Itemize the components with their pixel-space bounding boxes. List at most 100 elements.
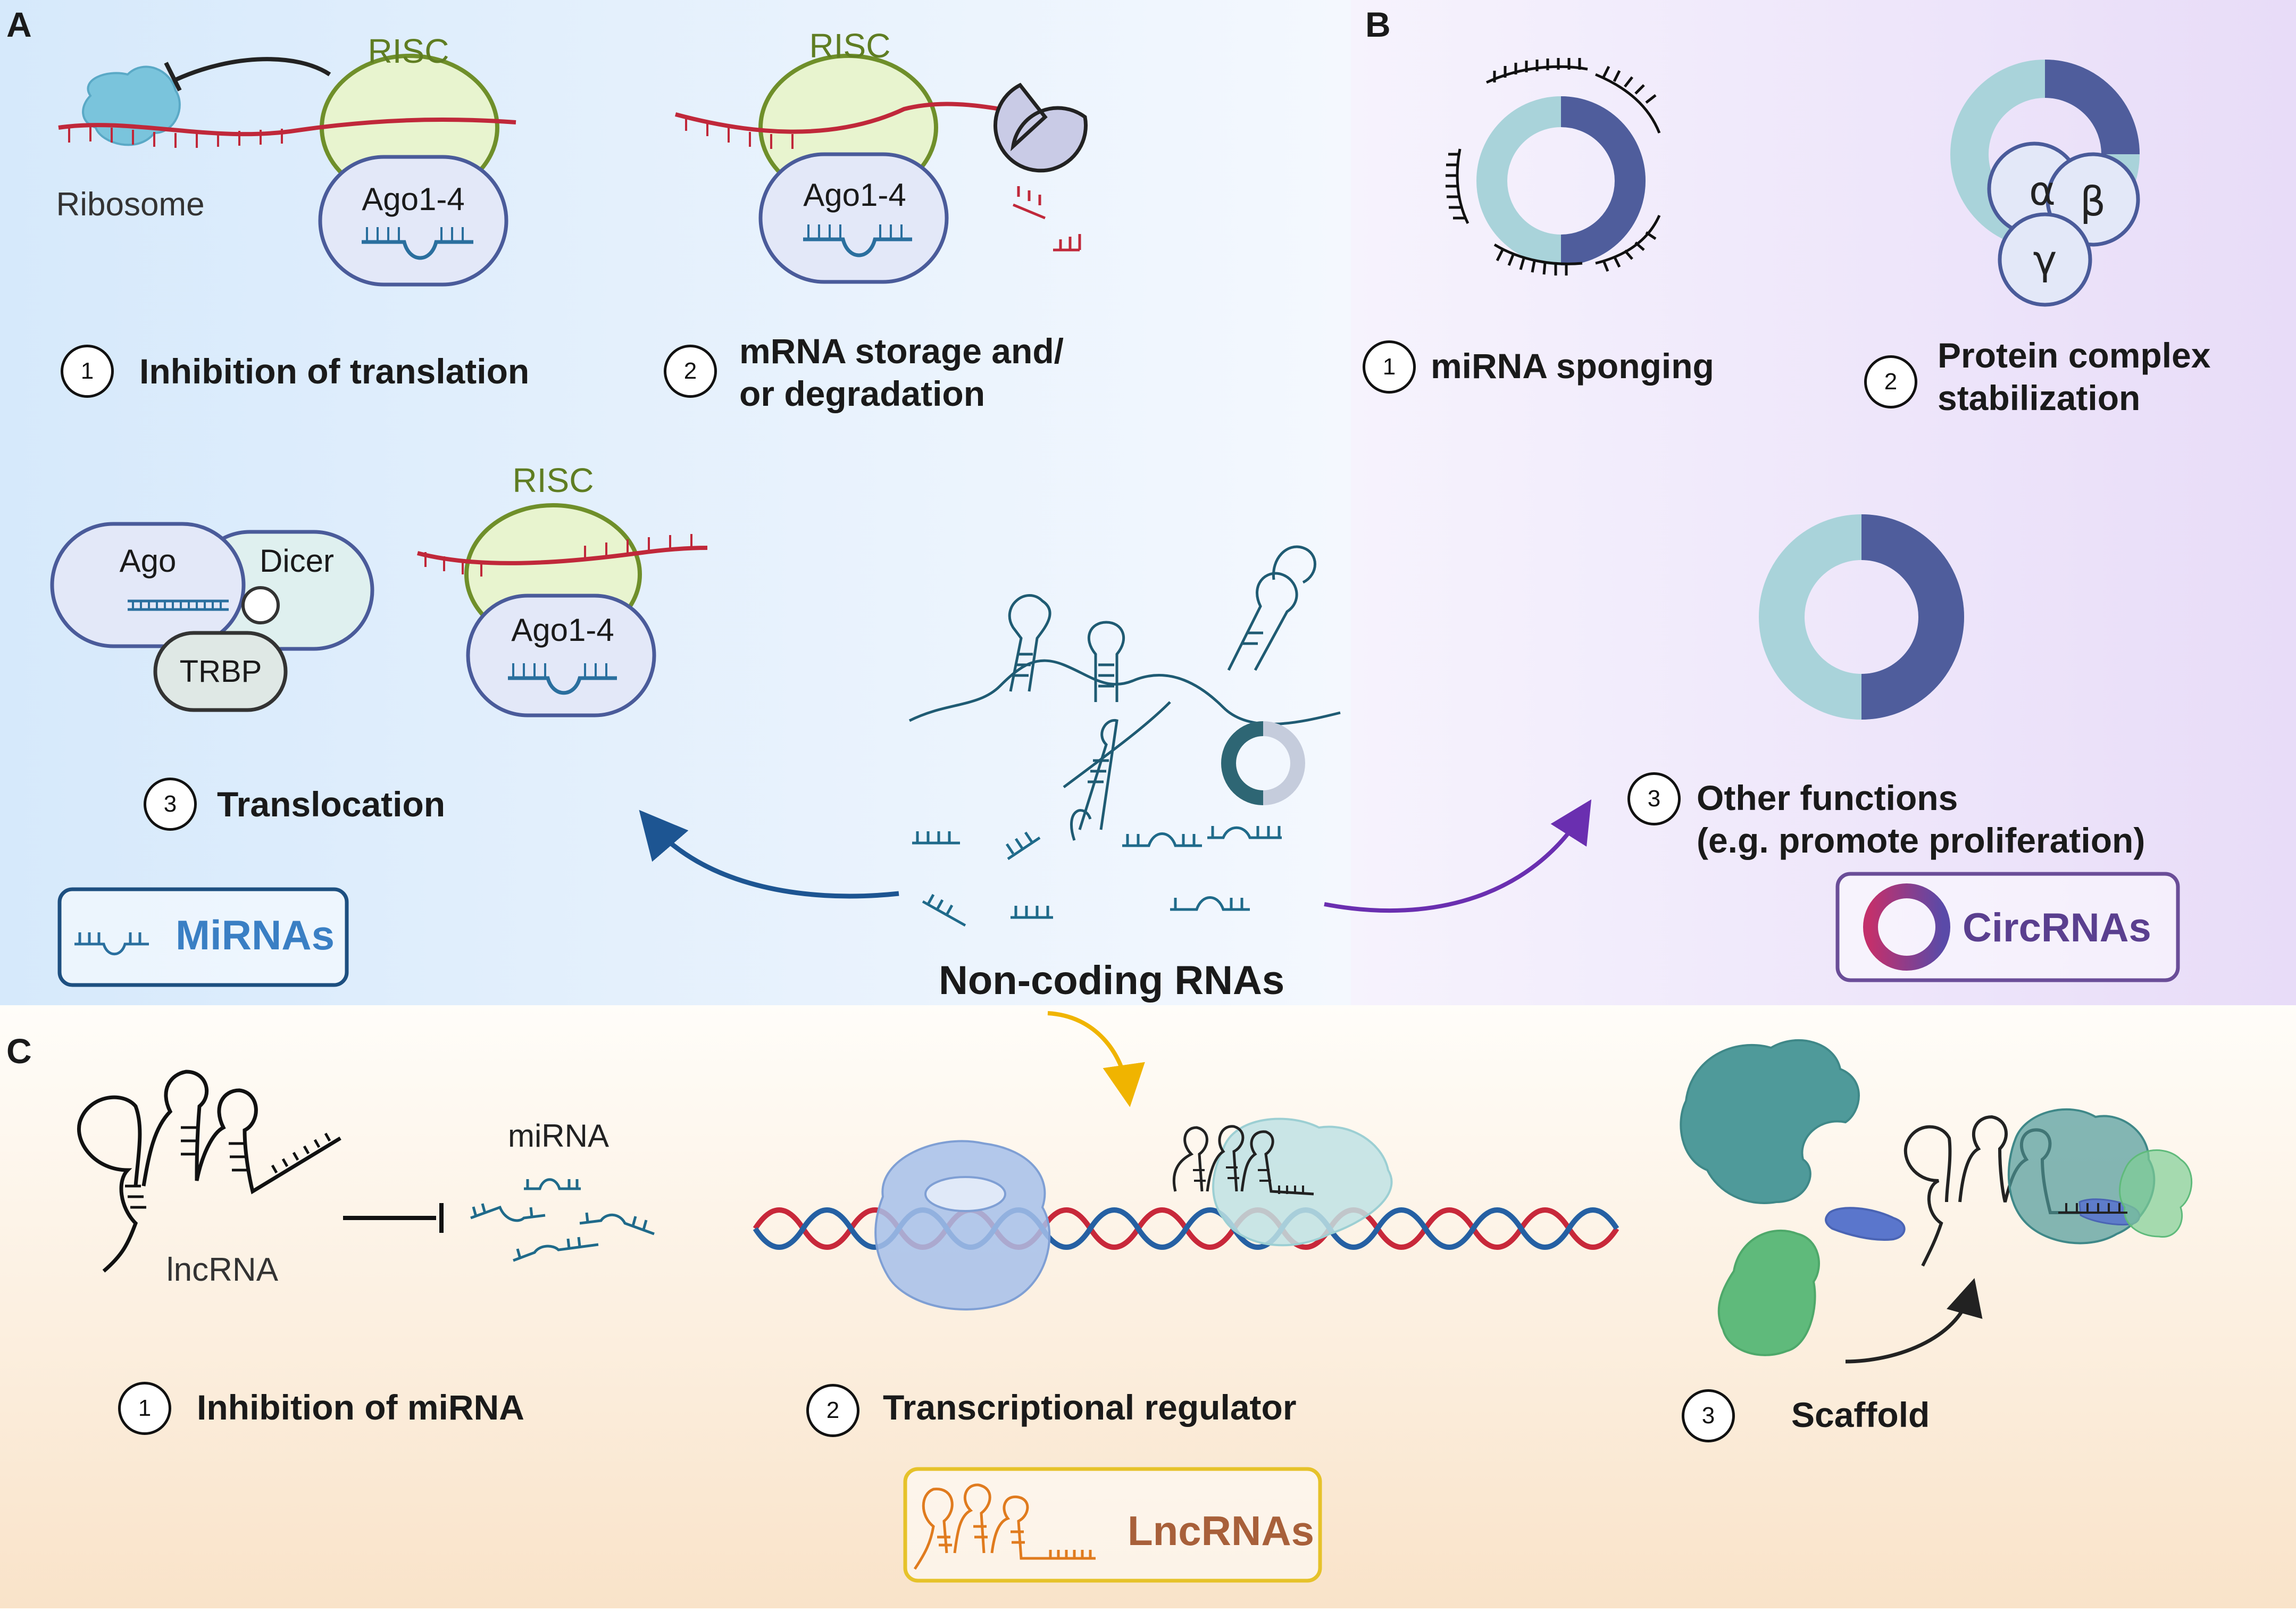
mirna-fragment xyxy=(1122,832,1202,847)
ago-protein xyxy=(758,152,949,284)
panel-a-step2-illustration xyxy=(674,54,1088,284)
panel-a-letter: A xyxy=(6,5,32,44)
mrna-strand xyxy=(674,102,1000,134)
panel-c-step-2-badge: 2 xyxy=(806,1384,859,1437)
ribosome-label: Ribosome xyxy=(56,186,204,223)
risc-label-3: RISC xyxy=(513,461,594,499)
hairpin-3 xyxy=(1227,572,1298,671)
mirna-label: miRNA xyxy=(508,1118,609,1154)
panel-b-step-3-badge: 3 xyxy=(1627,772,1681,825)
scaffold-bound-green xyxy=(2119,1149,2193,1238)
greek-gamma: γ xyxy=(2033,236,2057,283)
panel-b-step-1-badge: 1 xyxy=(1363,340,1416,394)
regulator-protein xyxy=(1212,1117,1393,1247)
stem-rungs xyxy=(1013,631,1263,783)
inhibition-bar xyxy=(164,62,182,91)
mirna-teeth xyxy=(512,663,607,678)
mirna-fragment xyxy=(1170,896,1250,911)
circrna-legend-icon xyxy=(1863,883,1950,971)
scaffold-arrow xyxy=(1845,1278,1983,1364)
mirna-icon xyxy=(803,237,912,257)
panel-c-step-2-label: Transcriptional regulator xyxy=(883,1388,1297,1427)
circrna-sponge-illustration xyxy=(1446,58,1661,276)
polymerase-protein xyxy=(874,1140,1051,1310)
mrna-strand xyxy=(416,546,708,565)
risc-label-2: RISC xyxy=(809,27,891,65)
subunit-gamma xyxy=(1998,212,2092,307)
lncrna-legend-label: LncRNAs xyxy=(1128,1507,1314,1554)
trbp-label: TRBP xyxy=(180,654,262,689)
hairpin-6 xyxy=(1063,701,1171,789)
pre-mirna-loop xyxy=(241,586,280,624)
mirna-fragment xyxy=(513,1237,599,1262)
ago-label-3: Ago xyxy=(120,543,177,579)
exonuclease-pacman-icon xyxy=(993,82,1088,173)
lncrna-label: lncRNA xyxy=(166,1251,279,1288)
mirna-teeth xyxy=(366,227,464,242)
mrna-strand xyxy=(58,118,516,137)
ago-protein xyxy=(50,522,246,648)
panel-a-step-3-label: Translocation xyxy=(217,784,446,824)
panel-c-step-1-badge: 1 xyxy=(118,1382,171,1435)
panel-b-step-3-label-line1: Other functions xyxy=(1697,778,1958,817)
greek-beta: β xyxy=(2080,178,2106,225)
lncrna-rungs xyxy=(125,1126,331,1209)
scaffold-protein-large xyxy=(1680,1039,1860,1204)
mirna-fragment xyxy=(524,1178,581,1190)
ago-protein xyxy=(318,155,508,287)
panel-a-step-2-label-line2: or degradation xyxy=(739,374,986,413)
mirna-fragment xyxy=(912,831,960,845)
lncrna-hairpins xyxy=(908,659,1341,725)
scaffold-complex xyxy=(1903,1108,2193,1267)
mirna-fragment xyxy=(1011,906,1053,919)
panel-b-step-1-label: miRNA sponging xyxy=(1431,346,1714,386)
mirna-fragment xyxy=(579,1212,655,1236)
panel-a-step-1-badge: 1 xyxy=(61,345,114,398)
hairpin-4 xyxy=(1272,545,1316,584)
hairpin-2 xyxy=(1087,621,1125,702)
degraded-fragments xyxy=(1013,186,1081,252)
inhibition-arc xyxy=(174,57,331,82)
mirna-fragment xyxy=(922,894,966,927)
circrna-large xyxy=(1759,514,1964,720)
mirna-legend-label: MiRNAs xyxy=(176,912,335,958)
mirna-group xyxy=(470,1178,655,1262)
mirna-icon xyxy=(508,676,617,695)
lncrna-legend-icon xyxy=(913,1483,1096,1570)
lncrna-legend-box xyxy=(903,1467,1322,1583)
scaffold-protein-green xyxy=(1717,1229,1820,1356)
lncrna-strand xyxy=(77,1070,341,1273)
panel-b-step-3-label-line2: (e.g. promote proliferation) xyxy=(1697,821,2145,860)
arrow-to-mirnas xyxy=(639,809,899,899)
mrna-teeth xyxy=(685,116,794,149)
lncrna-inhibition-illustration xyxy=(77,1070,341,1273)
panel-a-step-3-badge: 3 xyxy=(144,778,197,831)
protein-complex-illustration xyxy=(1950,60,2140,307)
trbp-protein xyxy=(153,631,288,712)
circrna-legend-label: CircRNAs xyxy=(1963,905,2151,950)
panel-c-step-1-label: Inhibition of miRNA xyxy=(197,1388,524,1427)
panel-b-letter: B xyxy=(1365,5,1391,44)
panel-a-step1-illustration xyxy=(58,54,516,287)
risc-label-1: RISC xyxy=(368,32,449,70)
panel-b-step-2-badge: 2 xyxy=(1864,355,1917,408)
scaffold-bound-tail xyxy=(2058,1203,2127,1214)
mirna-fragment xyxy=(470,1203,546,1222)
mirna-teeth xyxy=(807,224,903,239)
mirna-icon xyxy=(362,240,473,260)
mirna-legend-icon xyxy=(74,932,149,956)
greek-alpha: α xyxy=(2029,167,2056,214)
mrna-teeth xyxy=(424,534,692,577)
pre-mirna-strand xyxy=(128,599,229,611)
ago-label-1: Ago1-4 xyxy=(362,181,464,217)
ncrna-cluster xyxy=(908,545,1341,841)
pre-mirna-teeth xyxy=(132,601,222,610)
lncrna-bound xyxy=(1172,1125,1314,1196)
hairpin-5 xyxy=(1070,719,1118,841)
panel-a-step3-illustration xyxy=(50,503,708,717)
ago-label-2: Ago1-4 xyxy=(803,177,906,213)
lncrna-bound-rungs xyxy=(1193,1166,1304,1194)
sponged-mirnas xyxy=(1446,58,1661,276)
